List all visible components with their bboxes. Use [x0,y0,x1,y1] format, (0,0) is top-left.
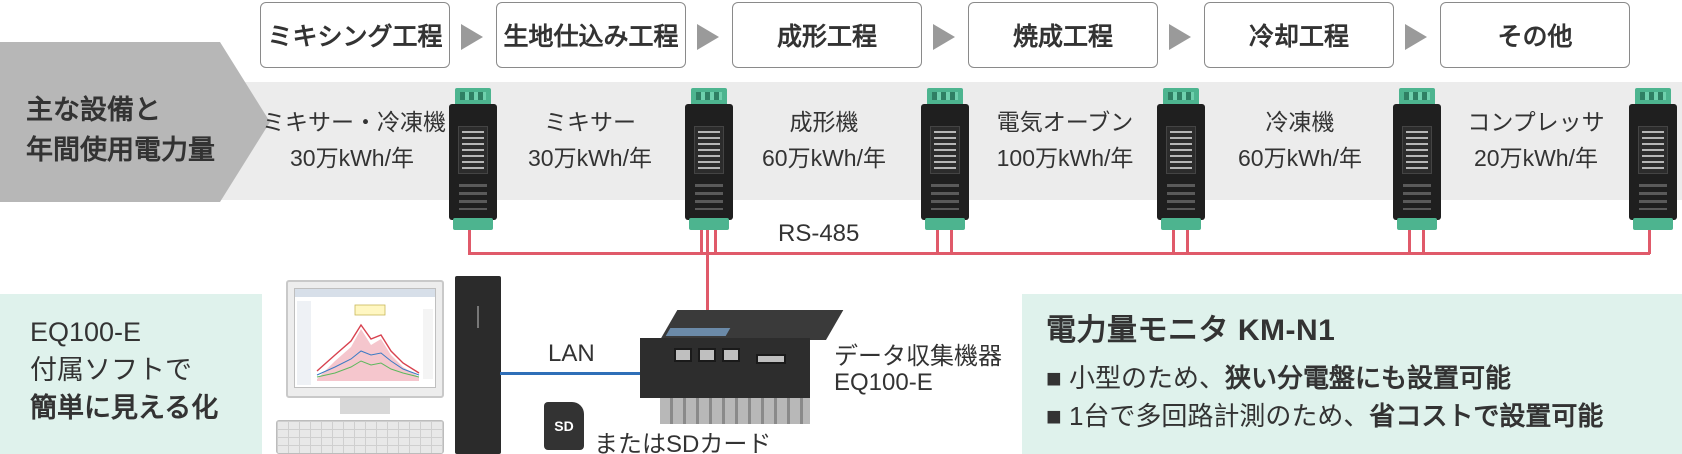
process-step-label: ミキシング工程 [267,23,443,51]
km-n1-feature-panel [1022,294,1682,454]
km-n1-module [1391,88,1443,230]
software-chart-graphic [295,289,435,385]
arrow-right-icon [697,24,719,50]
software-panel [0,294,262,454]
equipment-item: 成形機 60万kWh/年 [734,104,914,176]
software-line3: 簡単に見える化 [30,393,219,423]
equipment-item: コンプレッサ 20万kWh/年 [1446,104,1626,176]
pc-tower [455,276,501,454]
lan-wire [500,372,650,375]
arrow-right-icon [933,24,955,50]
rs485-drop [1408,222,1411,254]
km-n1-title: 電力量モニタ KM-N1 [1046,314,1336,347]
sd-card-text: SD [554,418,574,434]
equipment-name: ミキサー [544,109,636,135]
equipment-usage: 100万kWh/年 [996,145,1134,171]
rs485-drop [1172,222,1175,254]
process-step-label: 冷却工程 [1248,23,1349,51]
equipment-name: ミキサー・冷凍機 [262,109,446,135]
bullet-2-bold: 省コストで設置可能 [1369,401,1604,431]
equipment-item: ミキサー 30万kWh/年 [500,104,680,176]
software-line2: 付属ソフトで [30,355,192,385]
rs485-drop [1648,222,1651,254]
monitor-screen [294,288,436,388]
process-step-other: その他 [1440,2,1630,68]
km-n1-module [447,88,499,230]
band-label-line1: 主な設備と [26,95,161,125]
km-n1-module [1155,88,1207,230]
arrow-right-icon [461,24,483,50]
bullet-1-bold: 狭い分電盤にも設置可能 [1224,363,1511,393]
equipment-item: 冷凍機 60万kWh/年 [1210,104,1390,176]
rs485-drop [936,222,939,254]
pc-monitor [286,280,444,398]
process-step-label: その他 [1497,23,1573,51]
process-step-baking: 焼成工程 [968,2,1158,68]
equipment-item: 電気オーブン 100万kWh/年 [970,104,1160,176]
equipment-usage: 30万kWh/年 [290,145,414,171]
process-step-dough: 生地仕込み工程 [496,2,686,68]
bullet-1-normal: 小型のため、 [1068,363,1225,393]
rs485-drop [1422,222,1425,254]
collector-line1: データ収集機器 [834,343,1002,370]
sd-card-icon: SD [544,402,584,450]
equipment-usage: 60万kWh/年 [762,145,886,171]
rs485-to-collector [706,222,709,322]
arrow-right-icon [1405,24,1427,50]
km-n1-module [683,88,735,230]
equipment-item: ミキサー・冷凍機 30万kWh/年 [262,104,446,176]
equipment-usage: 20万kWh/年 [1474,145,1598,171]
feature-bullet-1: ■ 小型のため、狭い分電盤にも設置可能 [1046,360,1511,397]
km-n1-module [919,88,971,230]
process-step-label: 生地仕込み工程 [503,23,679,51]
process-step-forming: 成形工程 [732,2,922,68]
feature-bullet-2: ■ 1台で多回路計測のため、省コストで設置可能 [1046,398,1603,435]
bullet-2-normal: 1台で多回路計測のため、 [1068,401,1370,431]
bullet-square-icon: ■ [1046,401,1062,431]
rs485-label: RS-485 [778,220,860,247]
equipment-name: コンプレッサ [1467,109,1605,135]
monitor-stand [340,398,390,414]
rs485-drop [700,222,703,254]
equipment-usage: 60万kWh/年 [1238,145,1362,171]
km-n1-module [1627,88,1679,230]
rs485-drop [714,222,717,254]
equipment-band-label: 主な設備と 年間使用電力量 [0,42,270,202]
equipment-name: 電気オーブン [996,109,1134,135]
arrow-right-icon [1169,24,1191,50]
process-step-mixing: ミキシング工程 [260,2,450,68]
equipment-usage: 30万kWh/年 [528,145,652,171]
process-step-label: 成形工程 [776,23,877,51]
rs485-drop [468,222,471,254]
process-step-cooling: 冷却工程 [1204,2,1394,68]
equipment-name: 冷凍機 [1265,109,1335,135]
keyboard [276,420,444,454]
bullet-square-icon: ■ [1046,363,1062,393]
collector-line2: EQ100-E [834,369,933,396]
software-line1: EQ100-E [30,317,142,347]
equipment-name: 成形機 [789,109,859,135]
lan-label: LAN [548,340,595,367]
rs485-wire [468,252,1650,255]
sd-card-label: またはSDカード [594,431,772,454]
rs485-drop [950,222,953,254]
process-step-label: 焼成工程 [1012,23,1113,51]
band-label-line2: 年間使用電力量 [26,135,215,165]
rs485-drop [1186,222,1189,254]
eq100e-device [640,310,844,428]
